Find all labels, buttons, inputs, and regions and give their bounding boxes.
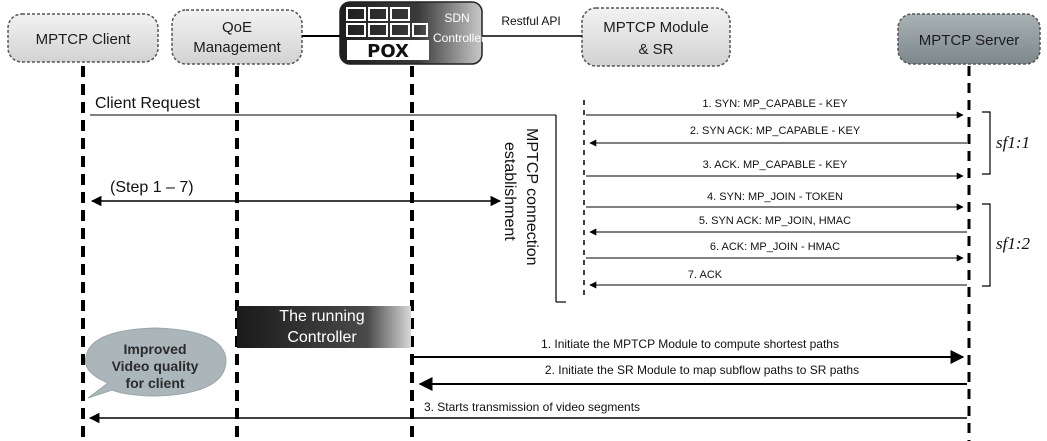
steps-label: (Step 1 – 7) (110, 179, 194, 196)
module-label-line2: & SR (638, 41, 673, 58)
sf1-2-label: sf1:2 (996, 234, 1031, 253)
handshake-6-label: 6. ACK: MP_JOIN - HMAC (710, 241, 840, 253)
handshake-messages: 1. SYN: MP_CAPABLE - KEY 2. SYN ACK: MP_… (586, 98, 967, 289)
server-label: MPTCP Server (919, 32, 1020, 49)
sdn-label-line2: Controller (433, 31, 485, 45)
qoe-box: QoE Management (171, 9, 303, 65)
handshake-3-label: 3. ACK. MP_CAPABLE - KEY (703, 159, 848, 171)
control-1-label: 1. Initiate the MPTCP Module to compute … (541, 337, 839, 351)
handshake-1-label: 1. SYN: MP_CAPABLE - KEY (702, 98, 848, 110)
running-label-line2: Controller (287, 329, 357, 346)
subflow-brackets: sf1:1 sf1:2 (982, 111, 1031, 287)
sdn-controller-box: POX SDN Controller (339, 1, 485, 65)
mptcp-module-box: MPTCP Module & SR (581, 7, 731, 67)
running-label-line1: The running (279, 308, 364, 325)
pox-logo: POX (346, 7, 429, 62)
qoe-label-line2: Management (193, 39, 281, 56)
control-messages: 1. Initiate the MPTCP Module to compute … (88, 337, 967, 424)
bubble-line3: for client (125, 375, 184, 391)
module-label-line1: MPTCP Module (603, 19, 709, 36)
bubble-line2: Video quality (112, 358, 199, 374)
handshake-7-label: 7. ACK (688, 269, 723, 281)
handshake-5-label: 5. SYN ACK: MP_JOIN, HMAC (699, 215, 851, 227)
pox-logo-text: POX (367, 41, 409, 62)
client-request-label: Client Request (95, 95, 201, 112)
sdn-label-line1: SDN (444, 11, 469, 25)
control-3-label: 3. Starts transmission of video segments (424, 400, 640, 414)
client-label: MPTCP Client (36, 31, 132, 48)
handshake-2-label: 2. SYN ACK: MP_CAPABLE - KEY (690, 125, 861, 137)
improved-quality-bubble: Improved Video quality for client (84, 327, 227, 399)
server-box: MPTCP Server (897, 13, 1041, 65)
bubble-line1: Improved (123, 341, 186, 357)
control-2-label: 2. Initiate the SR Module to map subflow… (545, 363, 859, 377)
sf1-2-bracket (982, 203, 991, 287)
connection-label-line2: establishment (501, 142, 518, 241)
running-controller-box: The running Controller (237, 306, 411, 348)
handshake-4-label: 4. SYN: MP_JOIN - TOKEN (707, 191, 843, 203)
lifelines (81, 66, 971, 441)
client-box: MPTCP Client (7, 13, 159, 63)
sf1-1-label: sf1:1 (996, 133, 1030, 152)
sf1-1-bracket (982, 111, 991, 175)
connection-label-line1: MPTCP connection (523, 128, 540, 266)
restful-api-label: Restful API (501, 14, 560, 28)
qoe-label-line1: QoE (222, 19, 252, 36)
